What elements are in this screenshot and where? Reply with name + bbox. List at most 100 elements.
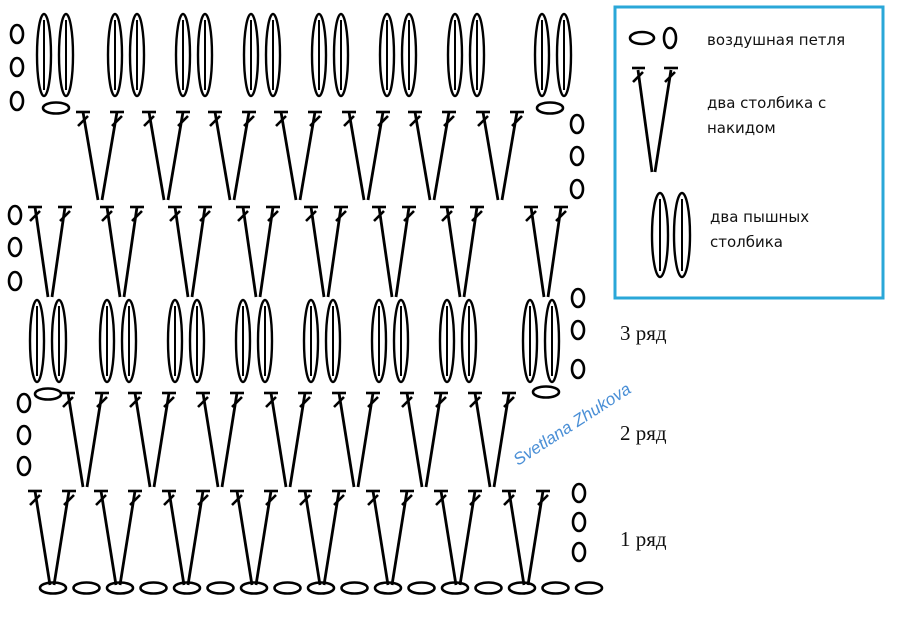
row1-v-stitch-5-stem-left bbox=[303, 490, 322, 586]
row6-puff-stitch-2-right bbox=[128, 12, 146, 98]
row-label-1: 1 ряд bbox=[620, 527, 667, 551]
row4-v-stitch-3-stem-right bbox=[190, 206, 207, 298]
row2-turning-chain bbox=[16, 424, 32, 446]
row3-puff-stitch-4-right bbox=[256, 298, 274, 384]
row6-puff-stitch-5-right bbox=[332, 12, 350, 98]
row3-puff-stitch-4-left bbox=[234, 298, 252, 384]
row4-v-stitch-5-stem-right bbox=[326, 206, 343, 298]
row2-v-stitch-1-stem-left bbox=[66, 392, 85, 488]
row5-chain bbox=[535, 101, 565, 115]
foundation-chain bbox=[72, 581, 101, 595]
row5-turning-chain bbox=[569, 145, 585, 167]
foundation-chain bbox=[574, 581, 604, 595]
row5-v-stitch-3-stem-right bbox=[232, 111, 251, 201]
row1-v-stitch-8-stem-left bbox=[507, 490, 526, 586]
row5-v-stitch-3-stem-left bbox=[213, 111, 232, 201]
row1-v-stitch-3-stem-right bbox=[186, 490, 205, 586]
row2-v-stitch-5-stem-right bbox=[356, 392, 375, 488]
row4-v-stitch-1-stem-left bbox=[33, 206, 50, 298]
row4-v-stitch-6-stem-left bbox=[377, 206, 394, 298]
row4-turning-chain bbox=[7, 270, 23, 292]
row5-chain bbox=[41, 101, 71, 115]
row3-turning-chain bbox=[570, 358, 586, 380]
row6-puff-stitch-8-left bbox=[533, 12, 551, 98]
row5-v-stitch-4-stem-right bbox=[298, 111, 317, 201]
legend-dc2-label-1: два столбика с bbox=[707, 94, 826, 112]
row5-v-stitch-4-stem-left bbox=[279, 111, 298, 201]
legend-box: воздушная петля два столбика с накидом д… bbox=[613, 5, 885, 300]
row3-puff-stitch-1-left bbox=[28, 298, 46, 384]
row1-v-stitch-1-stem-left bbox=[33, 490, 52, 586]
row3-turning-chain bbox=[570, 319, 586, 341]
row2-turning-chain bbox=[16, 455, 32, 477]
row4-turning-chain bbox=[7, 236, 23, 258]
row3-puff-stitch-7-right bbox=[460, 298, 478, 384]
foundation-chain bbox=[541, 581, 570, 595]
foundation-chain bbox=[474, 581, 503, 595]
row2-chain bbox=[33, 387, 63, 401]
row5-v-stitch-7-stem-left bbox=[481, 111, 500, 201]
row1-v-stitch-6-stem-left bbox=[371, 490, 390, 586]
row1-v-stitch-4-stem-left bbox=[235, 490, 254, 586]
row6-turning-chain bbox=[9, 56, 25, 78]
row5-v-stitch-1-stem-left bbox=[81, 111, 100, 201]
row6-puff-stitch-1-left bbox=[35, 12, 53, 98]
row2-v-stitch-2-stem-right bbox=[152, 392, 171, 488]
row1-turning-chain bbox=[571, 511, 587, 533]
row3-turning-chain bbox=[570, 287, 586, 309]
row6-puff-stitch-3-left bbox=[174, 12, 192, 98]
legend-dc2-label-2: накидом bbox=[707, 119, 776, 137]
row2-v-stitch-2-stem-left bbox=[133, 392, 152, 488]
row5-v-stitch-6-stem-right bbox=[432, 111, 451, 201]
row3-puff-stitch-6-left bbox=[370, 298, 388, 384]
row3-puff-stitch-2-right bbox=[120, 298, 138, 384]
legend-chain-icon bbox=[628, 26, 678, 50]
row2-v-stitch-4-stem-left bbox=[269, 392, 288, 488]
row6-puff-stitch-6-right bbox=[400, 12, 418, 98]
foundation-chain bbox=[507, 581, 537, 595]
row6-puff-stitch-7-left bbox=[446, 12, 464, 98]
row2-v-stitch-7-stem-right bbox=[492, 392, 511, 488]
row6-puff-stitch-6-left bbox=[378, 12, 396, 98]
row6-puff-stitch-4-right bbox=[264, 12, 282, 98]
row2-v-stitch-1-stem-right bbox=[85, 392, 104, 488]
row2-v-stitch-6-stem-left bbox=[405, 392, 424, 488]
row4-v-stitch-3-stem-left bbox=[173, 206, 190, 298]
row6-turning-chain bbox=[9, 90, 25, 112]
row1-v-stitch-7-stem-left bbox=[439, 490, 458, 586]
row1-v-stitch-4-stem-right bbox=[254, 490, 273, 586]
row6-puff-stitch-3-right bbox=[196, 12, 214, 98]
row1-turning-chain bbox=[571, 541, 587, 563]
row4-v-stitch-2-stem-right bbox=[122, 206, 139, 298]
row5-v-stitch-2-stem-left bbox=[147, 111, 166, 201]
row4-v-stitch-7-stem-right bbox=[462, 206, 479, 298]
row1-v-stitch-6-stem-right bbox=[390, 490, 409, 586]
row2-v-stitch-5-stem-left bbox=[337, 392, 356, 488]
legend-chain-label: воздушная петля bbox=[707, 31, 845, 49]
row-label-3: 3 ряд bbox=[620, 321, 667, 345]
foundation-chain bbox=[273, 581, 302, 595]
row5-v-stitch-7-stem-right bbox=[500, 111, 519, 201]
row5-v-stitch-5-stem-right bbox=[366, 111, 385, 201]
row3-puff-stitch-8-right bbox=[543, 298, 561, 384]
foundation-chain bbox=[340, 581, 369, 595]
row4-v-stitch-4-stem-left bbox=[241, 206, 258, 298]
row3-puff-stitch-6-right bbox=[392, 298, 410, 384]
row2-chain bbox=[531, 385, 561, 399]
row1-v-stitch-3-stem-left bbox=[167, 490, 186, 586]
row3-puff-stitch-7-left bbox=[438, 298, 456, 384]
row5-turning-chain bbox=[569, 178, 585, 200]
row-label-2: 2 ряд bbox=[620, 421, 667, 445]
legend-puff-label-2: столбика bbox=[710, 233, 783, 251]
stitch-chart bbox=[7, 12, 604, 595]
row6-turning-chain bbox=[9, 23, 25, 45]
legend-dc2-icon bbox=[632, 66, 678, 173]
row4-v-stitch-5-stem-left bbox=[309, 206, 326, 298]
row4-v-stitch-1-stem-right bbox=[50, 206, 67, 298]
legend-puff-label-1: два пышных bbox=[710, 208, 809, 226]
row2-v-stitch-7-stem-left bbox=[473, 392, 492, 488]
watermark-text: Svetlana Zhukova bbox=[510, 379, 634, 469]
row3-puff-stitch-3-left bbox=[166, 298, 184, 384]
row4-v-stitch-7-stem-left bbox=[445, 206, 462, 298]
